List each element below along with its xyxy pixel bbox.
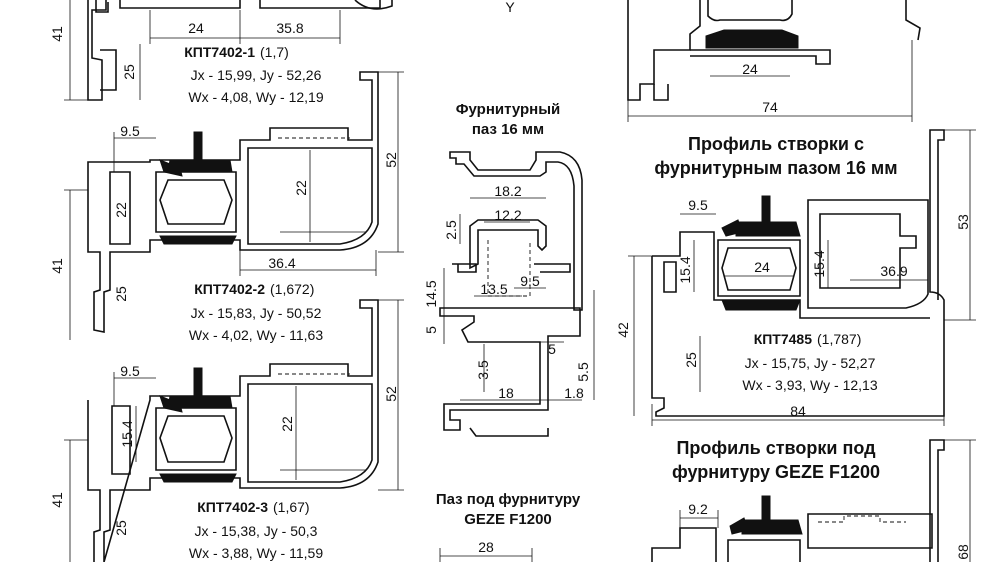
bottom-right-profile-drawing: 9.2 68 (651, 439, 976, 562)
p3-dim-h3: 52 (383, 386, 399, 402)
p4-dim-h2: 15.4 (811, 250, 827, 277)
bottom-right-dim-1: 9.2 (688, 501, 708, 517)
p2-dim-h3: 52 (383, 152, 399, 168)
p1-moments-w: Wx - 4,08, Wy - 12,19 (188, 89, 323, 105)
groove16-dim-j: 5.5 (575, 362, 591, 382)
p2-dim-h5: 25 (113, 286, 129, 302)
top-right-dim-1: 24 (742, 61, 758, 77)
profile-kpt7402-2-drawing: 9.5 22 22 52 41 25 36.4 (49, 71, 404, 340)
top-right-dim-2: 74 (762, 99, 778, 115)
p4-dim-h1: 15.4 (677, 256, 693, 283)
sash16-heading-line2: фурнитурным пазом 16 мм (654, 158, 897, 178)
p1-code: КПТ7402-1 (184, 44, 255, 60)
groove16-dim-k: 18 (498, 385, 514, 401)
p2-moments-w: Wx - 4,02, Wy - 11,63 (189, 327, 323, 343)
p1-dim-h1: 41 (49, 26, 65, 42)
p4-moments-j: Jx - 15,75, Jy - 52,27 (745, 355, 876, 371)
p3-dim-h5: 25 (113, 520, 129, 536)
p4-dim-w2: 24 (754, 259, 770, 275)
bottom-right-dim-2: 68 (955, 544, 971, 560)
p4-dim-w3: 36.9 (880, 263, 907, 279)
p3-moments-w: Wx - 3,88, Wy - 11,59 (189, 545, 323, 561)
geze-groove-title-line2: GEZE F1200 (464, 511, 552, 528)
p2-ratio: (1,672) (270, 281, 314, 297)
p2-code: КПТ7402-2 (194, 281, 265, 297)
p4-dim-h4: 42 (615, 322, 631, 338)
p1-dim-h2: 25 (121, 64, 137, 80)
p2-dim-h1: 22 (113, 202, 129, 218)
groove16-dim-a: 18.2 (494, 183, 521, 199)
p4-dim-w4: 84 (790, 403, 806, 419)
groove16-dim-g: 5 (423, 326, 439, 334)
p4-dim-w1: 9.5 (688, 197, 708, 213)
top-right-profile-drawing: 24 74 (627, 0, 921, 122)
geze-heading-line1: Профиль створки под (676, 438, 876, 458)
groove16-dim-h: 5 (548, 341, 556, 357)
groove16-dim-l: 1.8 (564, 385, 584, 401)
axis-letter: Y (505, 0, 515, 15)
p2-dim-w1: 9.5 (120, 123, 140, 139)
p4-ratio: (1,787) (817, 331, 861, 347)
geze-groove-drawing: 28 (439, 539, 533, 562)
groove16-dim-f: 14.5 (423, 280, 439, 307)
profile-kpt7402-1-drawing: 41 25 24 35.8 (49, 0, 393, 101)
p1-ratio: (1,7) (260, 44, 289, 60)
groove16-drawing: 18.2 12.2 2.5 13.5 9.5 14.5 5 5 3.5 5.5 … (423, 151, 595, 437)
p3-code: КПТ7402-3 (197, 499, 268, 515)
p4-code: КПТ7485 (754, 331, 813, 347)
groove16-title-line2: паз 16 мм (472, 121, 544, 138)
groove16-dim-e: 9.5 (520, 273, 540, 289)
p4-moments-w: Wx - 3,93, Wy - 12,13 (742, 377, 877, 393)
sash16-heading-line1: Профиль створки с (688, 134, 864, 154)
p3-dim-h2: 22 (279, 416, 295, 432)
groove16-dim-d: 13.5 (480, 281, 507, 297)
groove16-dim-i: 3.5 (475, 360, 491, 380)
p1-moments-j: Jx - 15,99, Jy - 52,26 (191, 67, 322, 83)
profile-kpt7485-drawing: 9.5 15.4 24 15.4 36.9 53 42 25 84 (615, 129, 976, 426)
profile-kpt7402-3-drawing: 9.5 15.4 22 52 41 25 (49, 299, 404, 563)
groove16-dim-c: 2.5 (443, 220, 459, 240)
p3-moments-j: Jx - 15,38, Jy - 50,3 (195, 523, 318, 539)
p4-dim-h3: 53 (955, 214, 971, 230)
p3-dim-h1: 15.4 (119, 420, 135, 447)
p3-dim-h4: 41 (49, 492, 65, 508)
groove16-title-line1: Фурнитурный (456, 101, 561, 118)
p4-dim-h5: 25 (683, 352, 699, 368)
p2-dim-h4: 41 (49, 258, 65, 274)
groove16-dim-b: 12.2 (494, 207, 521, 223)
geze-groove-title-line1: Паз под фурнитуру (436, 491, 581, 508)
p1-dim-w1: 24 (188, 20, 204, 36)
p3-dim-w1: 9.5 (120, 363, 140, 379)
p3-ratio: (1,67) (273, 499, 310, 515)
geze-groove-dim: 28 (478, 539, 494, 555)
p2-moments-j: Jx - 15,83, Jy - 50,52 (191, 305, 322, 321)
p1-dim-w2: 35.8 (276, 20, 303, 36)
p2-dim-w2: 36.4 (268, 255, 295, 271)
geze-heading-line2: фурнитуру GEZE F1200 (672, 462, 880, 482)
p2-dim-h2: 22 (293, 180, 309, 196)
